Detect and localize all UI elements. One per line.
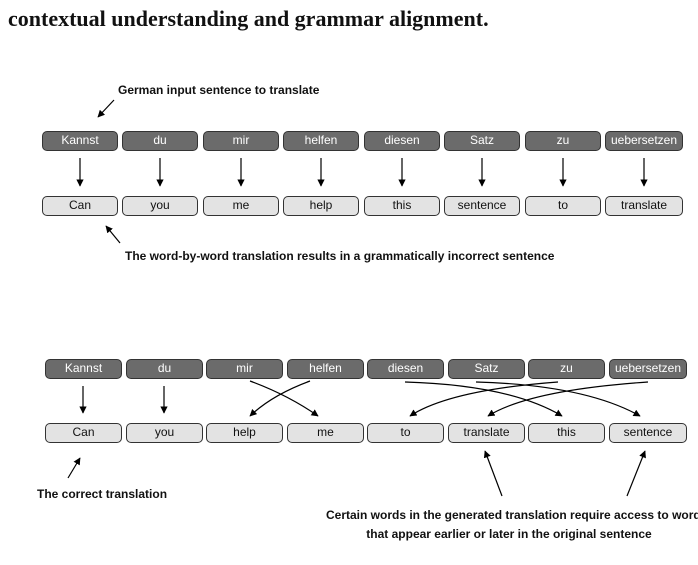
- d2-german-word-2: du: [126, 359, 203, 379]
- d1-english-word-1: Can: [42, 196, 118, 216]
- d2-arrow-uebersetzen-translate: [487, 381, 649, 417]
- context-note-arrow-left: [483, 450, 503, 497]
- d2-arrow-mir-me: [249, 380, 319, 417]
- context-note-arrow-right: [626, 450, 646, 497]
- correct-note-arrow: [67, 457, 81, 479]
- d1-english-word-8: translate: [605, 196, 683, 216]
- d2-german-word-6: Satz: [448, 359, 525, 379]
- d1-english-word-5: this: [364, 196, 440, 216]
- d1-german-word-8: uebersetzen: [605, 131, 683, 151]
- d1-english-word-7: to: [525, 196, 601, 216]
- d2-english-word-8: sentence: [609, 423, 687, 443]
- d2-english-word-6: translate: [448, 423, 525, 443]
- word-by-word-result-note: The word-by-word translation results in …: [125, 249, 555, 263]
- d2-german-word-4: helfen: [287, 359, 364, 379]
- d1-german-word-7: zu: [525, 131, 601, 151]
- d2-english-word-7: this: [528, 423, 605, 443]
- d2-german-word-3: mir: [206, 359, 283, 379]
- d1-german-word-4: helfen: [283, 131, 359, 151]
- d2-german-word-5: diesen: [367, 359, 444, 379]
- d2-arrow-diesen-this: [404, 381, 563, 417]
- input-note-arrow: [97, 99, 115, 118]
- d2-english-word-1: Can: [45, 423, 122, 443]
- d2-arrow-zu-to: [409, 381, 559, 417]
- context-note-line-1: Certain words in the generated translati…: [326, 508, 698, 522]
- result-note-arrow: [105, 225, 121, 244]
- d1-english-word-6: sentence: [444, 196, 520, 216]
- d2-german-word-1: Kannst: [45, 359, 122, 379]
- d2-german-word-7: zu: [528, 359, 605, 379]
- german-input-note: German input sentence to translate: [118, 83, 320, 97]
- d2-german-word-8: uebersetzen: [609, 359, 687, 379]
- d1-english-word-4: help: [283, 196, 359, 216]
- context-note-line-2: that appear earlier or later in the orig…: [366, 527, 652, 541]
- d2-english-word-5: to: [367, 423, 444, 443]
- context-note: Certain words in the generated translati…: [326, 506, 698, 544]
- d1-german-word-2: du: [122, 131, 198, 151]
- d1-german-word-1: Kannst: [42, 131, 118, 151]
- d1-english-word-2: you: [122, 196, 198, 216]
- correct-translation-note: The correct translation: [37, 487, 168, 501]
- d2-english-word-4: me: [287, 423, 364, 443]
- d2-arrow-satz-sentence: [475, 381, 641, 417]
- section-heading: contextual understanding and grammar ali…: [8, 6, 489, 31]
- d1-german-word-5: diesen: [364, 131, 440, 151]
- d1-german-word-6: Satz: [444, 131, 520, 151]
- d2-arrow-helfen-help: [249, 380, 311, 417]
- d1-german-word-3: mir: [203, 131, 279, 151]
- d2-english-word-3: help: [206, 423, 283, 443]
- d1-english-word-3: me: [203, 196, 279, 216]
- d2-english-word-2: you: [126, 423, 203, 443]
